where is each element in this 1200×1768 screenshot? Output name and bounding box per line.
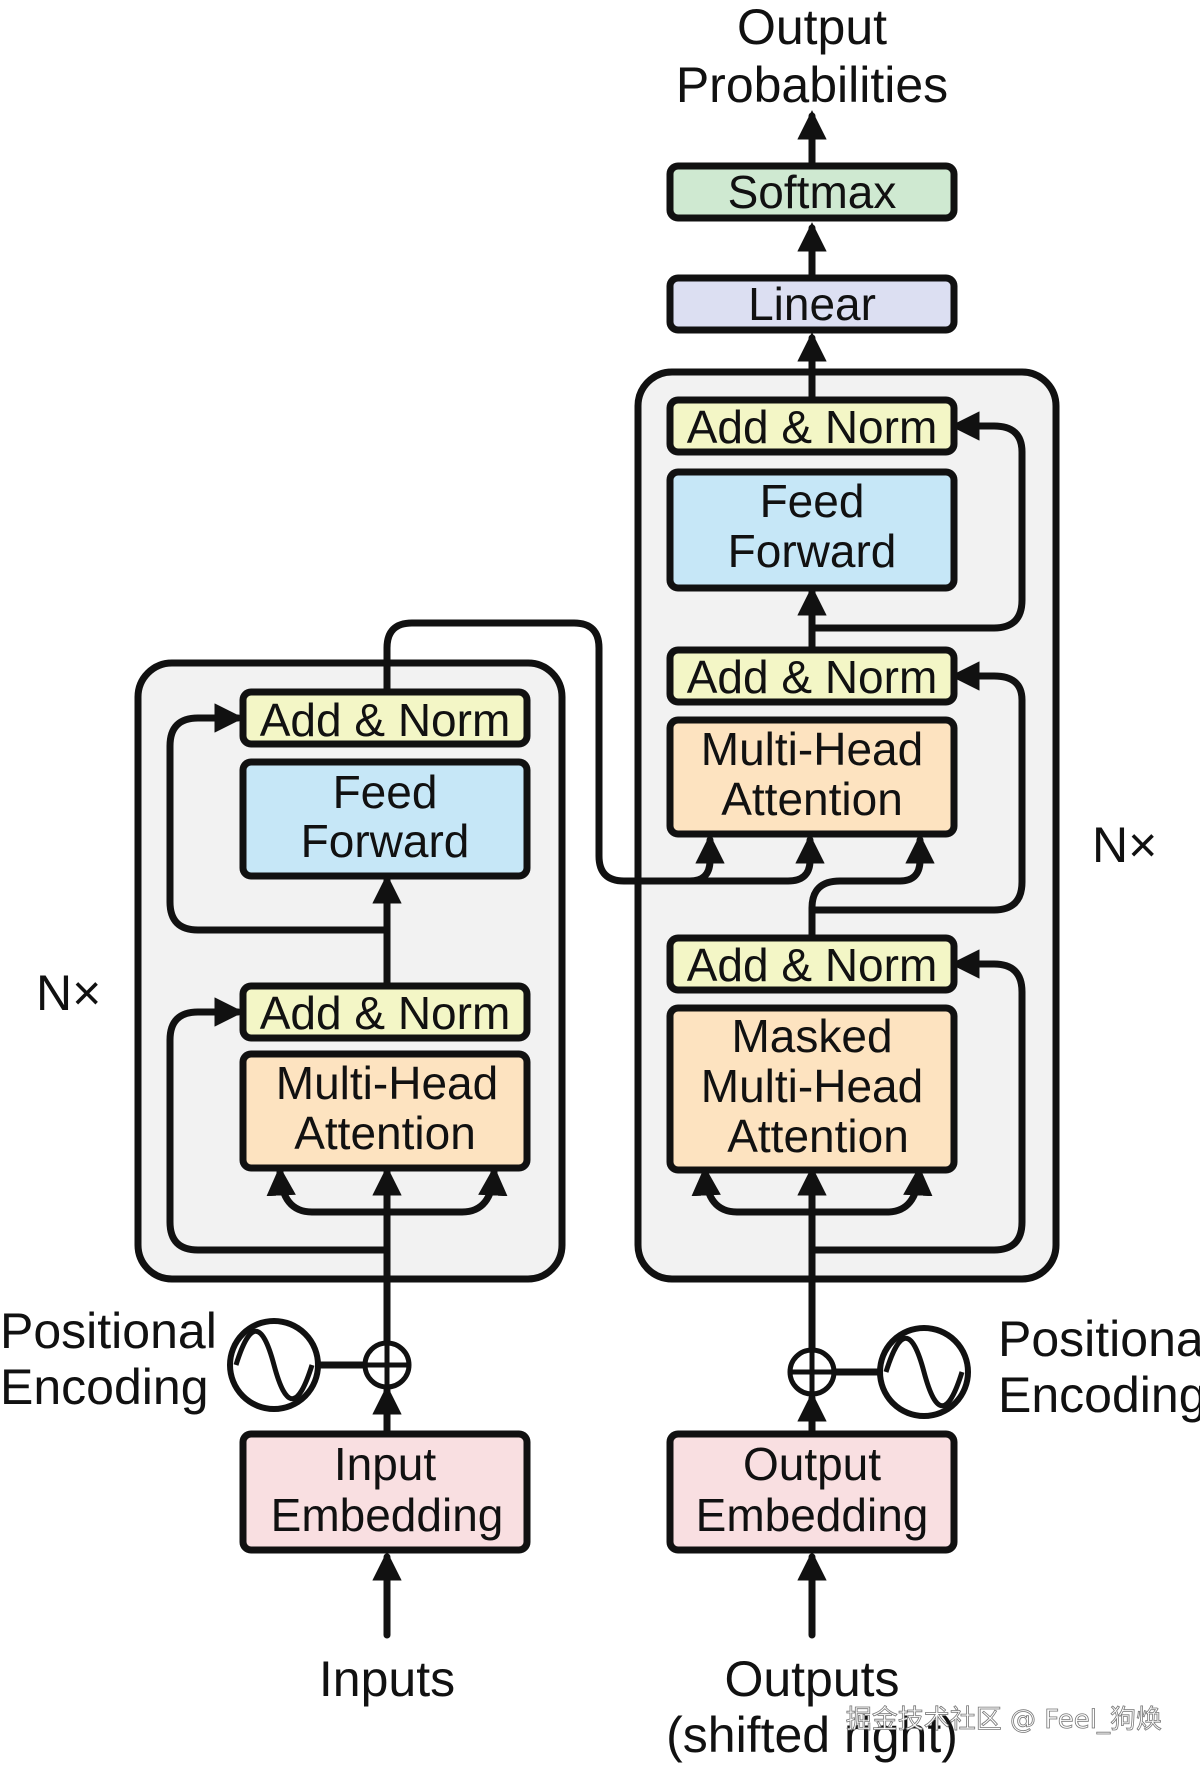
encoder-add-norm-top-label: Add & Norm — [260, 694, 511, 746]
decoder-multi-head-attention: Multi-Head Attention — [666, 716, 958, 838]
output-probabilities-label-1: Output — [737, 0, 887, 55]
masked-attention-label-2: Multi-Head — [701, 1060, 923, 1112]
encoder-positional-label-1: Positional — [0, 1303, 217, 1359]
decoder-add-norm-top: Add & Norm — [666, 396, 958, 456]
decoder-repeat-label: N× — [1092, 817, 1157, 873]
decoder-add-norm-bottom: Add & Norm — [666, 934, 958, 994]
encoder-add-norm-bottom: Add & Norm — [239, 982, 531, 1042]
sine-wave-icon — [227, 1318, 321, 1412]
watermark: 掘金技术社区 @ Feel_狗焕 — [846, 1705, 1162, 1735]
input-embedding-label-2: Embedding — [271, 1489, 504, 1541]
decoder-positional-label-1: Positional — [998, 1311, 1200, 1367]
inputs-label: Inputs — [319, 1651, 455, 1707]
outputs-shifted-label: (shifted right) — [666, 1707, 958, 1763]
decoder-add-norm-top-label: Add & Norm — [687, 401, 938, 453]
encoder-feed-forward: Feed Forward — [239, 758, 531, 880]
encoder-feed-forward-label-2: Forward — [301, 815, 470, 867]
encoder-attention-label-2: Attention — [294, 1107, 476, 1159]
softmax-block: Softmax — [666, 162, 958, 222]
masked-attention-label-3: Attention — [727, 1110, 909, 1162]
softmax-label: Softmax — [728, 166, 897, 218]
output-embedding-label-1: Output — [743, 1438, 881, 1490]
decoder-add-norm-mid-label: Add & Norm — [687, 651, 938, 703]
encoder-stack — [134, 659, 566, 1283]
linear-block: Linear — [666, 274, 958, 334]
linear-label: Linear — [748, 278, 876, 330]
masked-attention-label-1: Masked — [731, 1010, 892, 1062]
decoder-wires — [691, 110, 1026, 1639]
decoder-attention-label-2: Attention — [721, 773, 903, 825]
decoder-add-norm-bottom-label: Add & Norm — [687, 939, 938, 991]
decoder-feed-forward-label-1: Feed — [760, 475, 865, 527]
decoder-masked-multi-head-attention: Masked Multi-Head Attention — [666, 1004, 958, 1174]
decoder-feed-forward-label-2: Forward — [728, 525, 897, 577]
encoder-repeat-label: N× — [36, 965, 101, 1021]
encoder-feed-forward-label-1: Feed — [333, 766, 438, 818]
output-embedding: Output Embedding — [666, 1430, 958, 1554]
input-embedding: Input Embedding — [239, 1430, 531, 1554]
encoder-multi-head-attention: Multi-Head Attention — [239, 1050, 531, 1172]
output-probabilities-label-2: Probabilities — [676, 57, 948, 113]
plus-circle-icon — [787, 1347, 837, 1397]
encoder-add-norm-bottom-label: Add & Norm — [260, 987, 511, 1039]
decoder-attention-label-1: Multi-Head — [701, 723, 923, 775]
plus-circle-icon — [362, 1340, 412, 1390]
outputs-label: Outputs — [724, 1651, 899, 1707]
output-embedding-label-2: Embedding — [696, 1489, 929, 1541]
input-embedding-label-1: Input — [334, 1438, 437, 1490]
encoder-positional-label-2: Encoding — [0, 1359, 209, 1415]
encoder-attention-label-1: Multi-Head — [276, 1057, 498, 1109]
sine-wave-icon — [877, 1325, 971, 1419]
decoder-positional-label-2: Encoding — [998, 1367, 1200, 1423]
decoder-add-norm-mid: Add & Norm — [666, 646, 958, 706]
decoder-feed-forward: Feed Forward — [666, 468, 958, 592]
encoder-add-norm-top: Add & Norm — [239, 688, 531, 748]
